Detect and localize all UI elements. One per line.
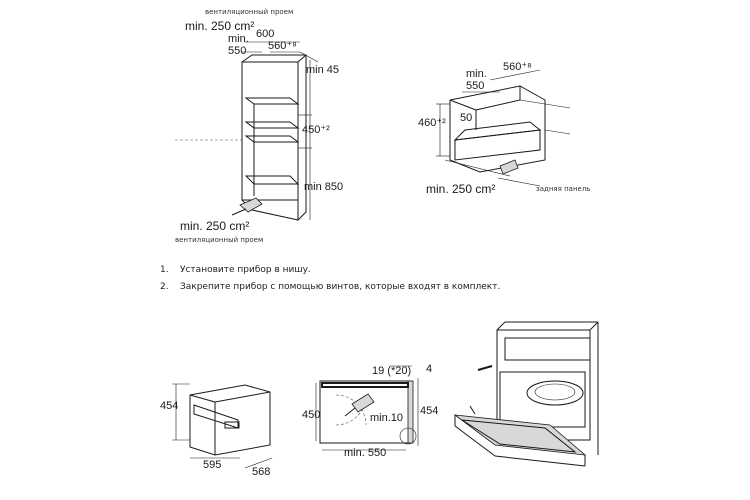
height-450-label: 450⁺² bbox=[302, 124, 330, 136]
height-454-label: 454 bbox=[420, 405, 438, 417]
height-454-label: 454 bbox=[160, 400, 178, 412]
dim-19-label: 19 (*20) bbox=[372, 365, 411, 377]
min-label: min. bbox=[466, 68, 487, 80]
step-item: 2. Закрепите прибор с помощью винтов, ко… bbox=[160, 279, 640, 296]
depth-50-label: 50 bbox=[460, 112, 472, 124]
figure-tall-cabinet: вентиляционный проем min. 250 cm² 600 mi… bbox=[175, 8, 343, 244]
width-560-label: 560⁺⁸ bbox=[503, 61, 532, 73]
width-600-label: 600 bbox=[256, 28, 274, 40]
step-item: 1. Установите прибор в нишу. bbox=[160, 262, 640, 279]
step-number: 1. bbox=[160, 265, 169, 275]
width-560-label: 560⁺⁸ bbox=[268, 40, 297, 52]
step-number: 2. bbox=[160, 282, 169, 292]
height-450-label: 450 bbox=[302, 409, 320, 421]
min-label-a: min. bbox=[228, 33, 249, 45]
min-45-label: min 45 bbox=[306, 64, 339, 76]
figure-section-view: 19 (*20) 4 450 454 min.10 min. 550 bbox=[302, 363, 438, 459]
area-top-label: min. 250 cm² bbox=[185, 19, 254, 33]
step-text: Установите прибор в нишу. bbox=[180, 265, 311, 275]
figure-appliance-dimensions: 454 595 568 bbox=[160, 383, 273, 478]
min-10-label: min.10 bbox=[370, 412, 403, 424]
installation-steps: 1. Установите прибор в нишу. 2. Закрепит… bbox=[160, 262, 640, 296]
rear-panel-label: задняя панель bbox=[536, 185, 590, 193]
area-label: min. 250 cm² bbox=[426, 182, 495, 196]
vent-bottom-label: вентиляционный проем bbox=[175, 236, 263, 244]
dim-4-label: 4 bbox=[426, 363, 432, 375]
height-460-label: 460⁺² bbox=[418, 117, 446, 129]
depth-568-label: 568 bbox=[252, 466, 270, 478]
min-850-label: min 850 bbox=[304, 181, 343, 193]
step-text: Закрепите прибор с помощью винтов, котор… bbox=[180, 282, 501, 292]
figure-niche-perspective: min. 550 560⁺⁸ 50 460⁺² min. 250 cm² зад… bbox=[418, 61, 590, 196]
width-595-label: 595 bbox=[203, 459, 221, 471]
min-550-label: 550 bbox=[228, 45, 246, 57]
min-550-label: min. 550 bbox=[344, 447, 386, 459]
vent-top-label: вентиляционный проем bbox=[205, 8, 293, 16]
min-550-label: 550 bbox=[466, 80, 484, 92]
area-bottom-label: min. 250 cm² bbox=[180, 219, 249, 233]
figure-mounting-view bbox=[453, 321, 599, 467]
